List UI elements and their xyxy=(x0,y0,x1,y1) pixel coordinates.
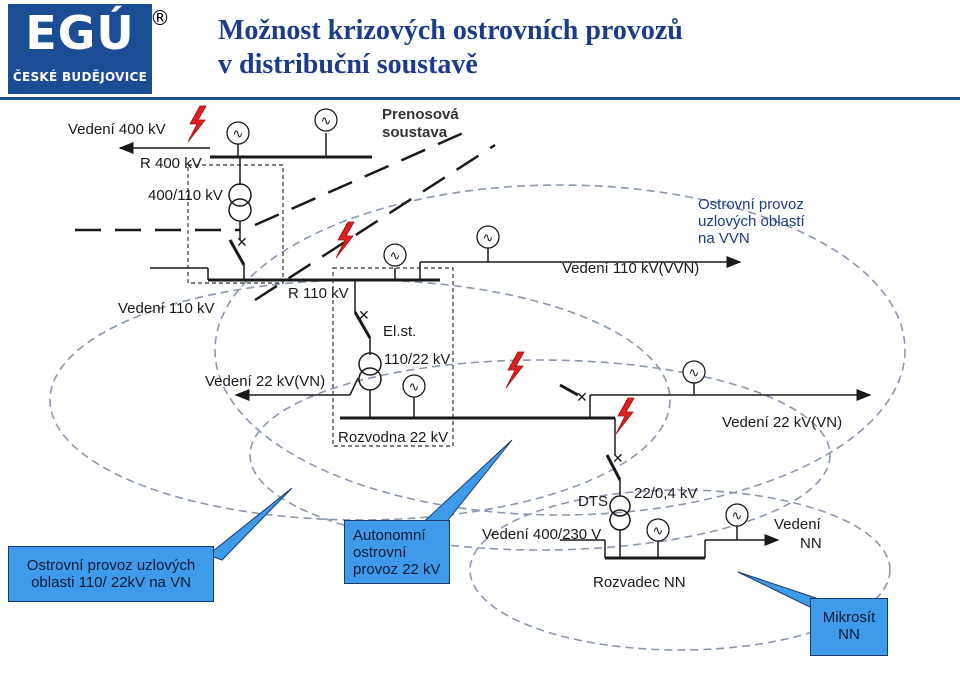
svg-text:✕: ✕ xyxy=(612,451,624,467)
callout-mikrosit: Mikrosít NN xyxy=(810,598,888,656)
label-prenosova-1: Prenosová xyxy=(382,106,459,123)
lightning-icons xyxy=(187,105,635,435)
label-vedeni-400: Vedení 400 kV xyxy=(68,121,166,138)
generator-symbol: ∿ xyxy=(390,249,401,264)
logo-text: EGÚ xyxy=(25,6,135,60)
label-tr-400-110: 400/110 kV xyxy=(148,187,223,204)
page-title: Možnost krizových ostrovních provozů v d… xyxy=(218,14,683,82)
transformer-dts-primary xyxy=(609,495,631,517)
header-divider xyxy=(0,97,960,100)
substation-box-400-110 xyxy=(187,164,284,284)
label-prenosova-2: soustava xyxy=(382,124,448,141)
lightning-icon xyxy=(187,105,207,143)
header: EGÚ ČESKÉ BUDĚJOVICE ® Možnost krizových… xyxy=(0,0,960,97)
generator-icon xyxy=(682,360,706,384)
transformer-400-110-primary xyxy=(228,183,252,207)
transmission-lines xyxy=(75,128,496,302)
note-line-2: uzlových oblastí xyxy=(698,213,805,230)
generator-symbol: ∿ xyxy=(233,127,244,142)
label-tr-22-04: 22/0,4 kV xyxy=(634,485,697,502)
callout-auto-line-3: provoz 22 kV xyxy=(353,561,441,578)
breaker-dts xyxy=(605,454,622,481)
label-vedeni-22-vn-right: Vedení 22 kV(VN) xyxy=(722,414,842,431)
callout-left-line-1: Ostrovní provoz uzlových xyxy=(26,557,196,574)
callout-left-line-2: oblasti 110/ 22kV na VN xyxy=(31,574,191,591)
note-line-1: Ostrovní provoz xyxy=(698,196,804,213)
title-line-1: Možnost krizových ostrovních provozů xyxy=(218,15,683,46)
note-line-3: na VVN xyxy=(698,230,750,247)
generator-icons xyxy=(226,108,749,542)
logo-subtitle: ČESKÉ BUDĚJOVICE xyxy=(12,70,148,84)
callout-mikro-line-2: NN xyxy=(838,626,860,643)
ellipse-vvn-region xyxy=(214,184,906,516)
generator-icon xyxy=(646,518,670,542)
generator-icon xyxy=(725,503,749,527)
breaker-400-110 xyxy=(228,239,246,266)
pointer-autonomni xyxy=(413,439,513,531)
egu-logo: EGÚ ČESKÉ BUDĚJOVICE xyxy=(8,4,152,94)
callout-pointers xyxy=(206,439,817,611)
ellipse-22kv-region xyxy=(249,359,831,551)
generator-icon xyxy=(476,225,500,249)
generator-symbol: ∿ xyxy=(732,509,743,524)
lightning-icon xyxy=(615,397,635,435)
generator-icon xyxy=(383,243,407,267)
dashed-transmission-2 xyxy=(254,143,496,302)
lightning-icon xyxy=(505,351,525,389)
breaker-elst xyxy=(353,311,372,339)
generator-symbol: ∿ xyxy=(483,231,494,246)
transformer-110-22-primary xyxy=(358,352,382,376)
registered-mark: ® xyxy=(150,6,170,30)
transformer-400-110-secondary xyxy=(228,198,252,222)
generator-symbol: ∿ xyxy=(321,114,332,129)
pointer-left xyxy=(206,487,293,561)
label-vedeni-400-230: Vedení 400/230 V xyxy=(482,526,601,543)
ellipse-nn-region xyxy=(469,489,891,651)
pointer-mikrosit xyxy=(737,571,817,611)
callout-mikro-line-1: Mikrosít xyxy=(822,609,876,626)
generator-symbol: ∿ xyxy=(689,366,700,381)
substation-box-elst xyxy=(332,267,454,447)
generator-icon xyxy=(402,374,426,398)
label-r400: R 400 kV xyxy=(140,155,202,172)
label-el-st: El.st. xyxy=(383,323,416,340)
svg-text:✕: ✕ xyxy=(236,235,248,251)
callout-autonomni: Autonomní ostrovní provoz 22 kV xyxy=(344,520,450,584)
dashed-transmission-1 xyxy=(254,128,471,227)
callout-auto-line-1: Autonomní xyxy=(353,527,426,544)
note-ostrovni-vvn: Ostrovní provoz uzlových oblastí na VVN xyxy=(698,196,848,247)
label-dts: DTS xyxy=(578,493,608,510)
generator-icon xyxy=(314,108,338,132)
label-vedeni-110: Vedení 110 kV xyxy=(118,300,214,317)
callout-auto-line-2: ostrovní xyxy=(353,544,407,561)
callout-ostrovni-vn: Ostrovní provoz uzlových oblasti 110/ 22… xyxy=(8,546,214,602)
title-line-2: v distribuční soustavě xyxy=(218,49,478,80)
label-r110: R 110 kV xyxy=(288,285,349,302)
label-vedeni-110-vvn: Vedení 110 kV(VVN) xyxy=(562,260,699,277)
generator-icon xyxy=(226,121,250,145)
svg-text:✕: ✕ xyxy=(358,308,370,324)
lightning-icon xyxy=(335,221,355,259)
generator-symbol: ∿ xyxy=(653,524,664,539)
svg-text:✕: ✕ xyxy=(576,390,588,406)
label-rozvodna-22: Rozvodna 22 kV xyxy=(338,429,448,446)
label-vedeni-22-vn-left: Vedení 22 kV(VN) xyxy=(205,373,325,390)
transformer-110-22-secondary xyxy=(358,367,382,391)
label-rozvadec-nn: Rozvadec NN xyxy=(593,574,686,591)
label-vedeni-nn-2: NN xyxy=(800,535,822,552)
generator-symbol: ∿ xyxy=(409,380,420,395)
label-vedeni-nn-1: Vedení xyxy=(774,516,822,533)
label-tr-110-22: 110/22 kV xyxy=(384,351,450,368)
